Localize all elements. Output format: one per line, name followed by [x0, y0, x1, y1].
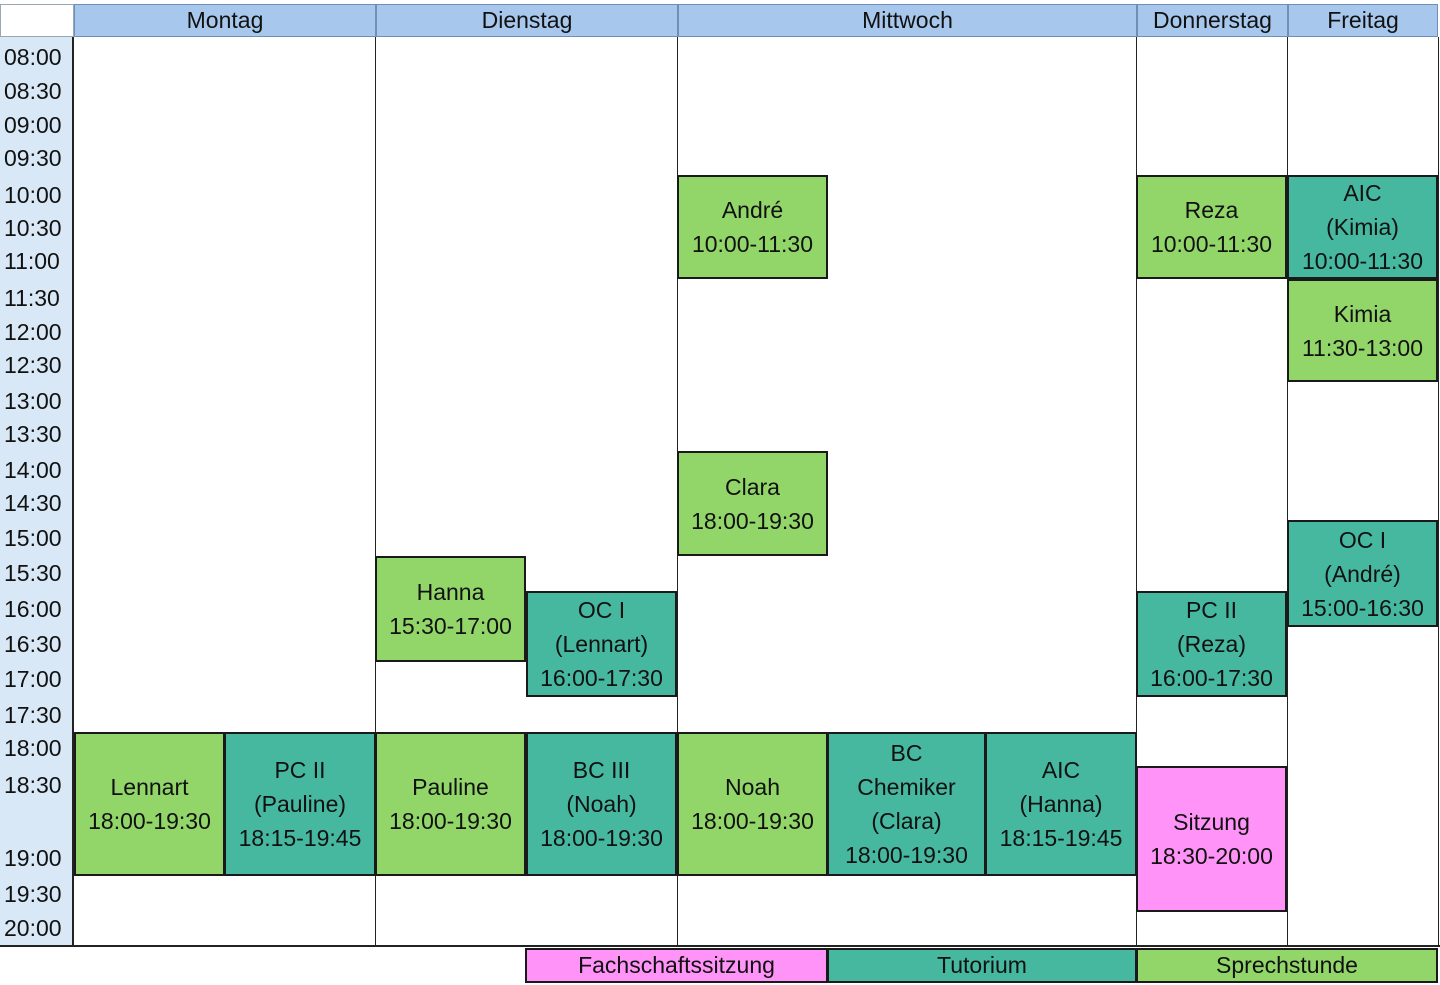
event-line: Hanna [416, 579, 485, 605]
event-line: Reza [1184, 197, 1239, 223]
event-oc1-andre-tutorium[interactable]: OC I (André) 15:00-16:30 [1287, 520, 1438, 627]
event-line: Kimia [1333, 300, 1392, 327]
time-label: 17:30 [4, 702, 62, 728]
event-andre-sprechstunde[interactable]: André 10:00-11:30 [677, 175, 828, 279]
event-line: PC II [274, 757, 326, 783]
time-label: 16:30 [4, 631, 62, 657]
event-sitzung-fachschaftssitzung[interactable]: Sitzung 18:30-20:00 [1136, 766, 1287, 912]
event-line: (André) [1324, 560, 1401, 587]
time-label: 19:00 [4, 845, 62, 871]
event-line: Lennart [110, 774, 189, 800]
event-line: OC I [577, 597, 626, 623]
event-line: PC II [1185, 597, 1238, 623]
time-label: 10:30 [4, 215, 62, 241]
event-aic-hanna-tutorium[interactable]: AIC (Hanna) 18:15-19:45 [985, 732, 1137, 876]
event-line: 18:00-19:30 [389, 808, 512, 834]
time-label: 12:00 [4, 319, 62, 345]
time-label: 11:30 [4, 285, 60, 311]
event-bc-chemiker-clara-tutorium[interactable]: BC Chemiker (Clara) 18:00-19:30 [827, 732, 986, 876]
day-header-montag[interactable]: Montag [74, 4, 376, 37]
event-line: (Reza) [1176, 631, 1246, 657]
time-label: 18:00 [4, 735, 62, 761]
day-header-freitag[interactable]: Freitag [1288, 4, 1438, 37]
event-hanna-sprechstunde[interactable]: Hanna 15:30-17:00 [375, 556, 526, 662]
time-label: 09:30 [4, 145, 62, 171]
table-bottom-border [0, 945, 1440, 947]
time-label: 09:00 [4, 112, 62, 138]
day-header-dienstag[interactable]: Dienstag [376, 4, 678, 37]
time-label: 16:00 [4, 596, 62, 622]
time-label: 10:00 [4, 182, 62, 208]
event-line: 18:15-19:45 [238, 825, 362, 851]
event-kimia-sprechstunde[interactable]: Kimia 11:30-13:00 [1287, 279, 1438, 382]
event-pc2-pauline-tutorium[interactable]: PC II (Pauline) 18:15-19:45 [224, 732, 376, 876]
time-label: 13:00 [4, 388, 62, 414]
day-header-mittwoch[interactable]: Mittwoch [678, 4, 1137, 37]
time-label: 12:30 [4, 352, 62, 378]
event-line: 16:00-17:30 [540, 665, 663, 691]
legend-tutorium[interactable]: Tutorium [827, 948, 1137, 983]
event-reza-sprechstunde[interactable]: Reza 10:00-11:30 [1136, 175, 1287, 279]
legend-fachschaftssitzung[interactable]: Fachschaftssitzung [525, 948, 828, 983]
event-line: 18:30-20:00 [1150, 843, 1273, 869]
time-label: 08:00 [4, 44, 62, 70]
event-line: 10:00-11:30 [1150, 231, 1273, 257]
event-line: Sitzung [1173, 809, 1250, 835]
event-line: Noah [725, 774, 780, 800]
time-label: 19:30 [4, 881, 62, 907]
event-pauline-sprechstunde[interactable]: Pauline 18:00-19:30 [375, 732, 526, 876]
event-aic-kimia-tutorium[interactable]: AIC (Kimia) 10:00-11:30 [1287, 175, 1438, 279]
event-line: Chemiker [857, 774, 956, 800]
time-label: 18:30 [4, 772, 62, 798]
event-line: BC III [572, 757, 631, 783]
event-lennart-sprechstunde[interactable]: Lennart 18:00-19:30 [74, 732, 225, 876]
event-line: 18:00-19:30 [540, 825, 663, 851]
event-line: (Pauline) [253, 791, 347, 817]
event-line: AIC [1041, 757, 1081, 783]
event-line: (Kimia) [1326, 214, 1399, 240]
day-column-freitag[interactable] [1288, 37, 1439, 946]
day-header-donnerstag[interactable]: Donnerstag [1137, 4, 1288, 37]
event-line: Clara [725, 473, 780, 500]
event-clara-sprechstunde[interactable]: Clara 18:00-19:30 [677, 451, 828, 556]
time-label: 15:30 [4, 560, 62, 586]
time-label: 08:30 [4, 78, 62, 104]
event-line: 18:00-19:30 [88, 808, 211, 834]
time-label: 13:30 [4, 421, 62, 447]
event-line: (Noah) [566, 791, 637, 817]
event-line: 15:00-16:30 [1301, 594, 1424, 621]
legend-sprechstunde[interactable]: Sprechstunde [1136, 948, 1438, 983]
event-line: André [721, 197, 784, 223]
event-line: (Clara) [871, 808, 942, 834]
event-line: BC [890, 740, 923, 766]
corner-cell[interactable] [0, 4, 74, 37]
event-line: 18:00-19:30 [845, 842, 968, 868]
time-label: 11:00 [4, 248, 60, 274]
time-label: 20:00 [4, 915, 62, 941]
event-line: 11:30-13:00 [1301, 334, 1424, 361]
event-line: 18:15-19:45 [999, 825, 1123, 851]
event-line: 18:00-19:30 [691, 507, 814, 534]
event-line: 16:00-17:30 [1150, 665, 1273, 691]
event-line: OC I [1338, 526, 1387, 553]
time-column: 08:00 08:30 09:00 09:30 10:00 10:30 11:0… [0, 37, 74, 946]
time-label: 17:00 [4, 666, 62, 692]
event-pc2-reza-tutorium[interactable]: PC II (Reza) 16:00-17:30 [1136, 591, 1287, 697]
event-noah-sprechstunde[interactable]: Noah 18:00-19:30 [677, 732, 828, 876]
event-line: (Hanna) [1019, 791, 1103, 817]
event-line: 10:00-11:30 [691, 231, 814, 257]
event-line: 10:00-11:30 [1301, 248, 1424, 274]
event-line: 18:00-19:30 [691, 808, 814, 834]
event-bc3-noah-tutorium[interactable]: BC III (Noah) 18:00-19:30 [526, 732, 677, 876]
event-line: (Lennart) [554, 631, 649, 657]
time-label: 15:00 [4, 525, 62, 551]
event-oc1-lennart-tutorium[interactable]: OC I (Lennart) 16:00-17:30 [526, 591, 677, 697]
time-label: 14:00 [4, 457, 62, 483]
event-line: Pauline [412, 774, 489, 800]
event-line: 15:30-17:00 [389, 613, 512, 639]
event-line: AIC [1343, 180, 1382, 206]
time-label: 14:30 [4, 490, 62, 516]
